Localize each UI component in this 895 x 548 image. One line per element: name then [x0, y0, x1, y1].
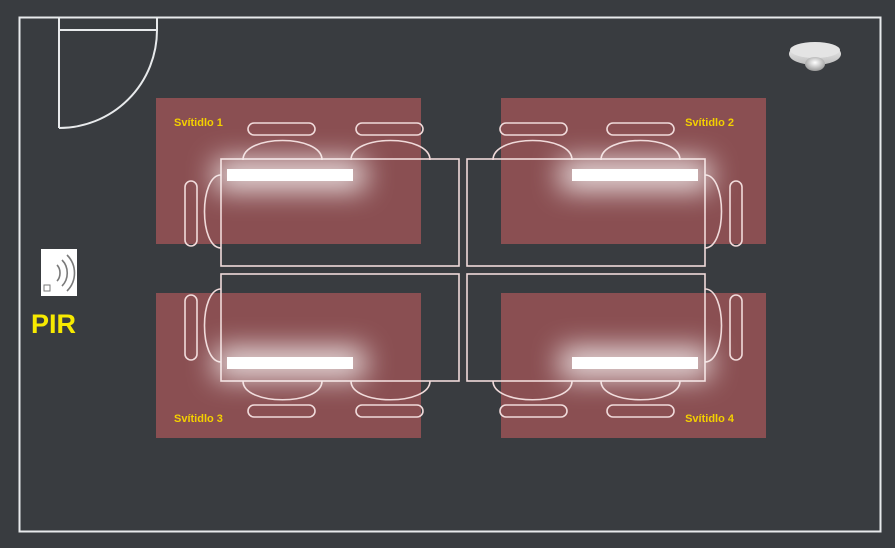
chairs	[184, 122, 743, 418]
zone-label-4: Svítidlo 4	[685, 413, 734, 425]
room-walls	[18, 16, 882, 533]
luminaire-3[interactable]	[227, 357, 353, 369]
zone-label-3: Svítidlo 3	[174, 413, 223, 425]
luminaire-1[interactable]	[227, 169, 353, 181]
luminaire-2[interactable]	[572, 169, 698, 181]
motion-sensor-icon[interactable]	[41, 249, 77, 296]
zone-label-1: Svítidlo 1	[174, 117, 223, 129]
tables	[220, 158, 706, 382]
door[interactable]	[58, 17, 158, 129]
zone-label-2: Svítidlo 2	[685, 117, 734, 129]
ceiling-detector-icon[interactable]	[788, 36, 842, 76]
pir-label: PIR	[31, 309, 77, 339]
motion-waves-icon	[43, 254, 76, 292]
luminaire-4[interactable]	[572, 357, 698, 369]
